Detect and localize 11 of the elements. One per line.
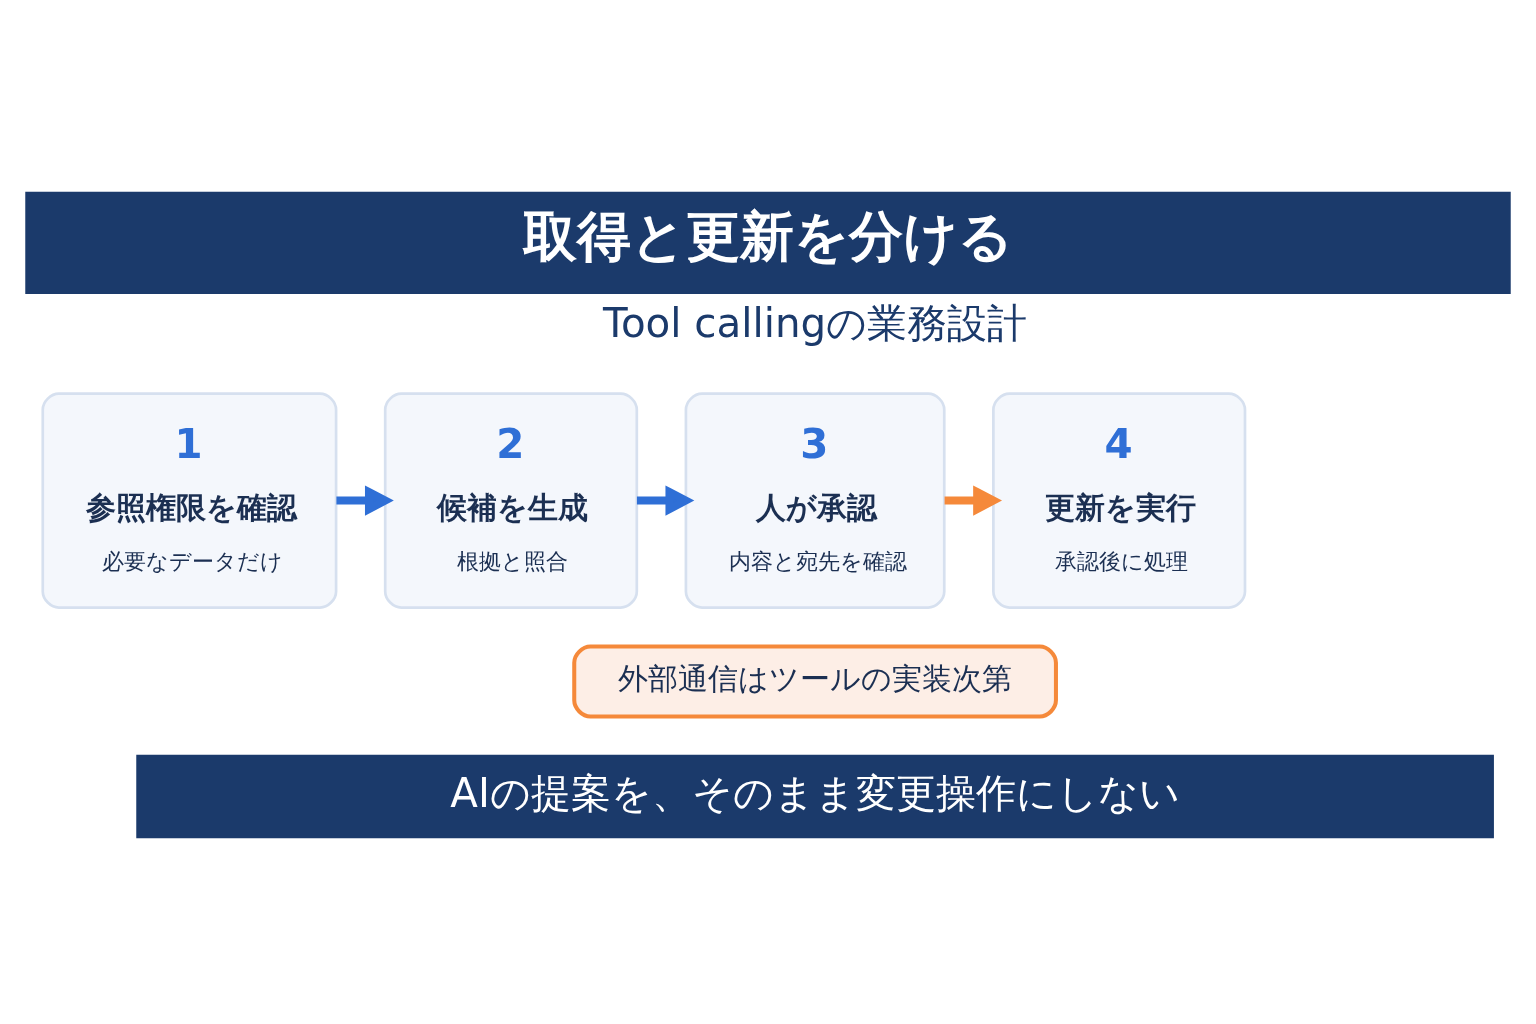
diagram-title: 取得と更新を分ける (523, 205, 1014, 268)
node-box: 2 候補を生成 根拠と照合 (383, 392, 639, 609)
node-box: 外部通信はツールの実装次第 (572, 644, 1058, 719)
label: AIの提案を、そのまま変更操作にしない (450, 769, 1180, 817)
arrow (944, 485, 1003, 516)
node-box: 1 参照権限を確認 必要なデータだけ (41, 392, 338, 609)
label: Tool callingの業務設計 (603, 300, 1028, 348)
arrow (636, 485, 695, 516)
node-box: 3 人が承認 内容と宛先を確認 (684, 392, 946, 609)
arrow (336, 485, 394, 516)
node-box: 4 更新を実行 承認後に処理 (992, 392, 1247, 609)
